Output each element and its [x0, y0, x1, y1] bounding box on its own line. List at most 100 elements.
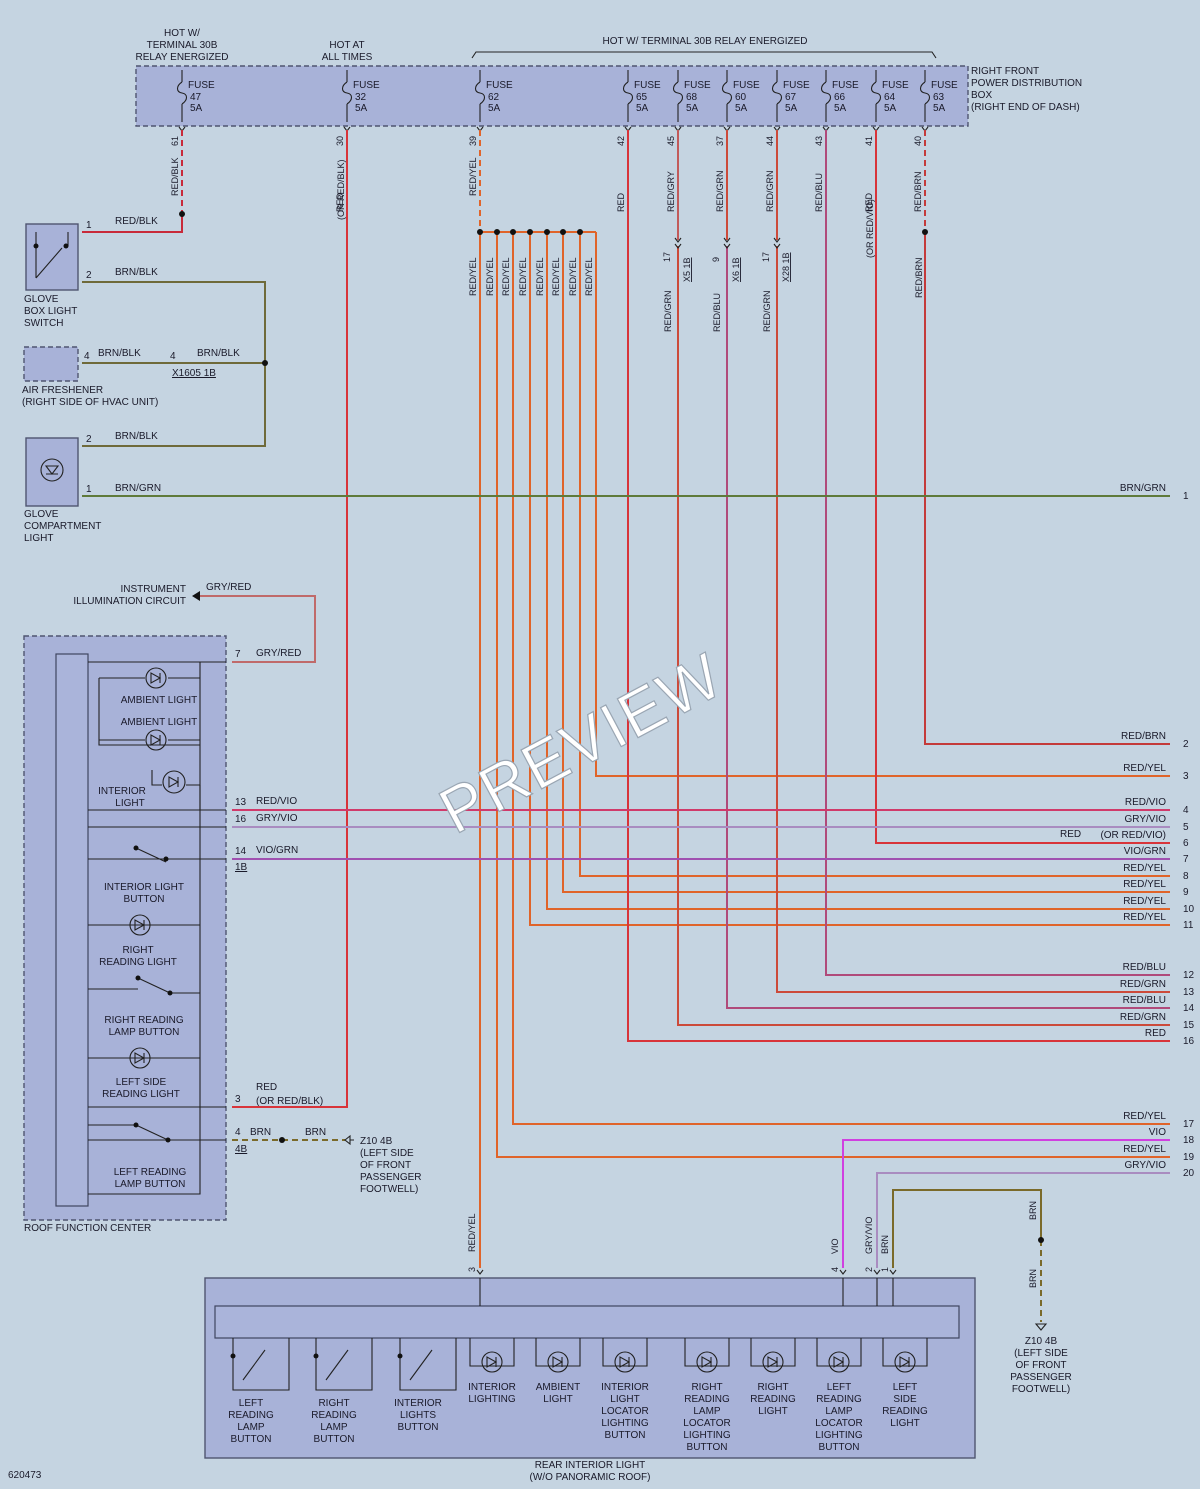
air-freshener-name-2: (RIGHT SIDE OF HVAC UNIT)	[22, 397, 158, 408]
fuse-wire-label: RED/BLK	[170, 157, 180, 196]
glove-light-pin2: 2	[86, 434, 92, 445]
splice-wire-label: RED/YEL	[518, 257, 528, 296]
fuse-pin-labels: 61RED/BLK30RED39RED/YEL42RED45RED/GRY37R…	[170, 136, 923, 212]
output-wire-label: RED/YEL	[1123, 879, 1166, 890]
rear-item-label: LIGHTS	[400, 1410, 436, 1421]
rear-item-label: LAMP	[693, 1406, 721, 1417]
fuse-pin: 40	[913, 136, 923, 146]
wire-label-or-redblk: (OR RED/BLK)	[336, 159, 346, 220]
glove-light-wire1: BRN/GRN	[115, 483, 161, 494]
fuse-wire-label: RED/GRN	[765, 170, 775, 212]
diode-icon	[899, 1356, 911, 1368]
output-wire-label: (OR RED/VIO)	[1100, 830, 1166, 841]
rear-item-label: BUTTON	[231, 1434, 272, 1445]
fuse-pin: 30	[335, 136, 345, 146]
rear-ground-desc-2: OF FRONT	[1015, 1360, 1066, 1371]
rfc-pin-7: 7	[235, 649, 241, 660]
rfc-wire-or-redblk: (OR RED/BLK)	[256, 1096, 323, 1107]
air-freshener	[23, 346, 79, 382]
diode-icon	[619, 1356, 631, 1368]
connector-pin: 17	[761, 252, 771, 262]
wires	[82, 130, 1170, 1322]
rfc-item-lsrl-2: READING LIGHT	[102, 1089, 180, 1100]
fuse-box-name-3: BOX	[971, 90, 992, 101]
arrow-left-icon	[192, 591, 200, 601]
rear-item-label: INTERIOR	[394, 1398, 442, 1409]
rear-item-label: BUTTON	[605, 1430, 646, 1441]
fuse-number: 32	[355, 92, 367, 103]
glove-light-name-2: COMPARTMENT	[24, 521, 101, 532]
rfc-icons	[129, 667, 186, 1143]
rear-item-label: READING	[311, 1410, 357, 1421]
output-wire-label: RED/YEL	[1123, 896, 1166, 907]
wire-splice-2	[496, 232, 1170, 1158]
lamp-frame	[535, 1338, 581, 1367]
air-freshener-conn: X1605 1B	[172, 368, 216, 379]
fuse-wire-label: RED/BRN	[913, 171, 923, 212]
fuse-pin: 45	[666, 136, 676, 146]
connector-wire-label: RED/BLU	[712, 293, 722, 332]
output-number: 5	[1183, 822, 1189, 833]
splice-wire-label: RED/YEL	[468, 257, 478, 296]
output-wire-label: BRN/GRN	[1120, 483, 1166, 494]
fuse-element	[870, 81, 882, 105]
glove-compartment-light	[25, 437, 79, 507]
fuse-number: 66	[834, 92, 846, 103]
output-wire-label: RED/BLU	[1123, 962, 1166, 973]
fuse-label: FUSE	[188, 80, 215, 91]
rear-item-label: LEFT	[827, 1382, 851, 1393]
connector-name: X5 1B	[682, 257, 692, 282]
fuse-wire-label: RED/GRN	[715, 170, 725, 212]
rear-item-label: BUTTON	[687, 1442, 728, 1453]
output-number: 4	[1183, 805, 1189, 816]
output-wire-label: GRY/VIO	[1125, 1160, 1167, 1171]
rear-pin-wire: RED/YEL	[467, 1213, 477, 1252]
output-wire-label: VIO/GRN	[1124, 846, 1166, 857]
fuse-wire-label: RED	[335, 192, 345, 212]
fuse-label: FUSE	[733, 80, 760, 91]
wire-gryvio-20	[876, 1172, 1170, 1268]
fuse-wire-label: RED	[864, 192, 874, 212]
switch-contact	[397, 1353, 403, 1359]
wire-redgrn-15	[677, 246, 1170, 1026]
span-bracket	[471, 51, 937, 59]
fuse-label: FUSE	[832, 80, 859, 91]
rear-item-label: LEFT	[239, 1398, 263, 1409]
rfc-wire-gryvio: GRY/VIO	[256, 813, 298, 824]
fuse-box-name-1: RIGHT FRONT	[971, 66, 1039, 77]
rear-item-label: LAMP	[825, 1406, 853, 1417]
output-number: 16	[1183, 1036, 1195, 1047]
output-wire-label: RED/GRN	[1120, 979, 1166, 990]
wire-vio-18	[842, 1139, 1170, 1268]
fuse-label: FUSE	[931, 80, 958, 91]
fuse-label: FUSE	[634, 80, 661, 91]
splice-dot	[1038, 1237, 1044, 1243]
glove-switch-wire1: RED/BLK	[115, 216, 158, 227]
glove-light-name-1: GLOVE	[24, 509, 59, 520]
rear-item-label: READING	[816, 1394, 862, 1405]
reading-light-icon	[129, 914, 151, 936]
diode-icon	[833, 1356, 845, 1368]
rear-item-label: LIGHTING	[683, 1430, 730, 1441]
rear-item-label: AMBIENT	[536, 1382, 580, 1393]
wire-label-redbrn-below: RED/BRN	[914, 257, 924, 298]
splice-dot	[262, 360, 268, 366]
output-number: 8	[1183, 871, 1189, 882]
rear-item-label: LIGHT	[758, 1406, 787, 1417]
wire-splice-4	[529, 232, 1170, 926]
fuse-pin: 41	[864, 136, 874, 146]
lamp-frame	[882, 1338, 928, 1367]
rfc-item-interior-2: LIGHT	[115, 798, 144, 809]
fuse-element	[820, 81, 832, 105]
